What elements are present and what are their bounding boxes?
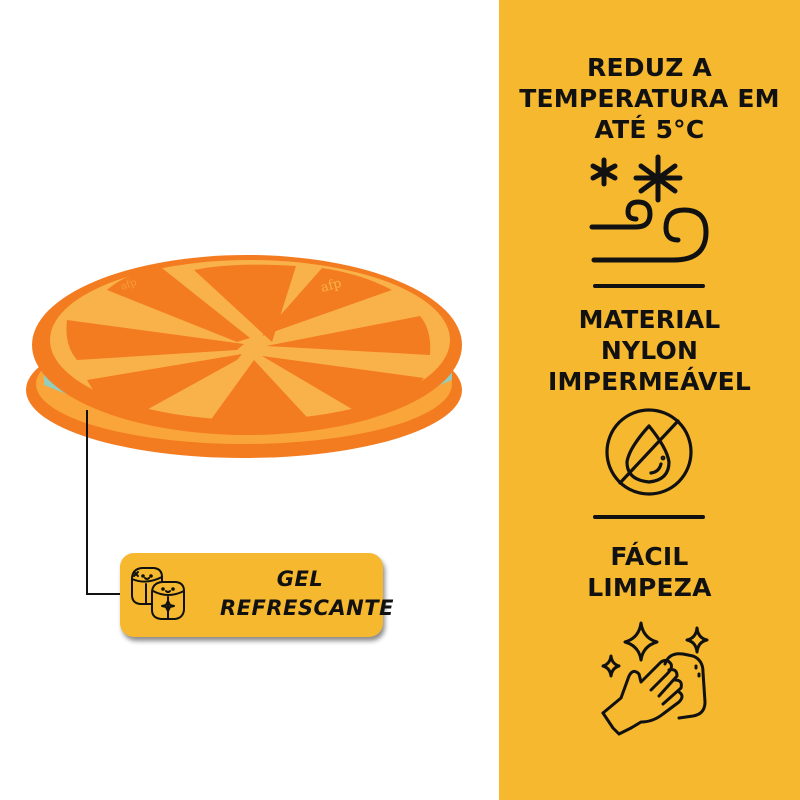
no-water-drop-icon [605, 408, 693, 496]
features-panel: REDUZ A TEMPERATURA EM ATÉ 5°C MATERIAL … [499, 0, 800, 800]
feature-title-material: MATERIAL NYLON IMPERMEÁVEL [548, 305, 751, 396]
feature-title-temperature: REDUZ A TEMPERATURA EM ATÉ 5°C [519, 53, 780, 144]
product-area: afp afp GEL REFRESCANTE [26, 255, 462, 637]
svg-text:afp: afp [119, 277, 138, 293]
feature-divider [593, 284, 705, 288]
orange-slice-mat-image: afp afp [26, 255, 462, 458]
svg-text:afp: afp [319, 276, 343, 296]
gel-callout-badge: GEL REFRESCANTE [120, 553, 394, 637]
snowflake-wind-icon [589, 154, 709, 263]
feature-title-cleaning: FÁCIL LIMPEZA [587, 542, 712, 602]
callout-connector-line [86, 410, 88, 595]
hand-cleaning-sparkles-icon [601, 621, 709, 736]
gel-callout-label: GEL REFRESCANTE [220, 567, 394, 620]
ice-cubes-icon [131, 567, 185, 620]
feature-divider [593, 515, 705, 519]
callout-connector-line-horizontal [86, 593, 122, 595]
